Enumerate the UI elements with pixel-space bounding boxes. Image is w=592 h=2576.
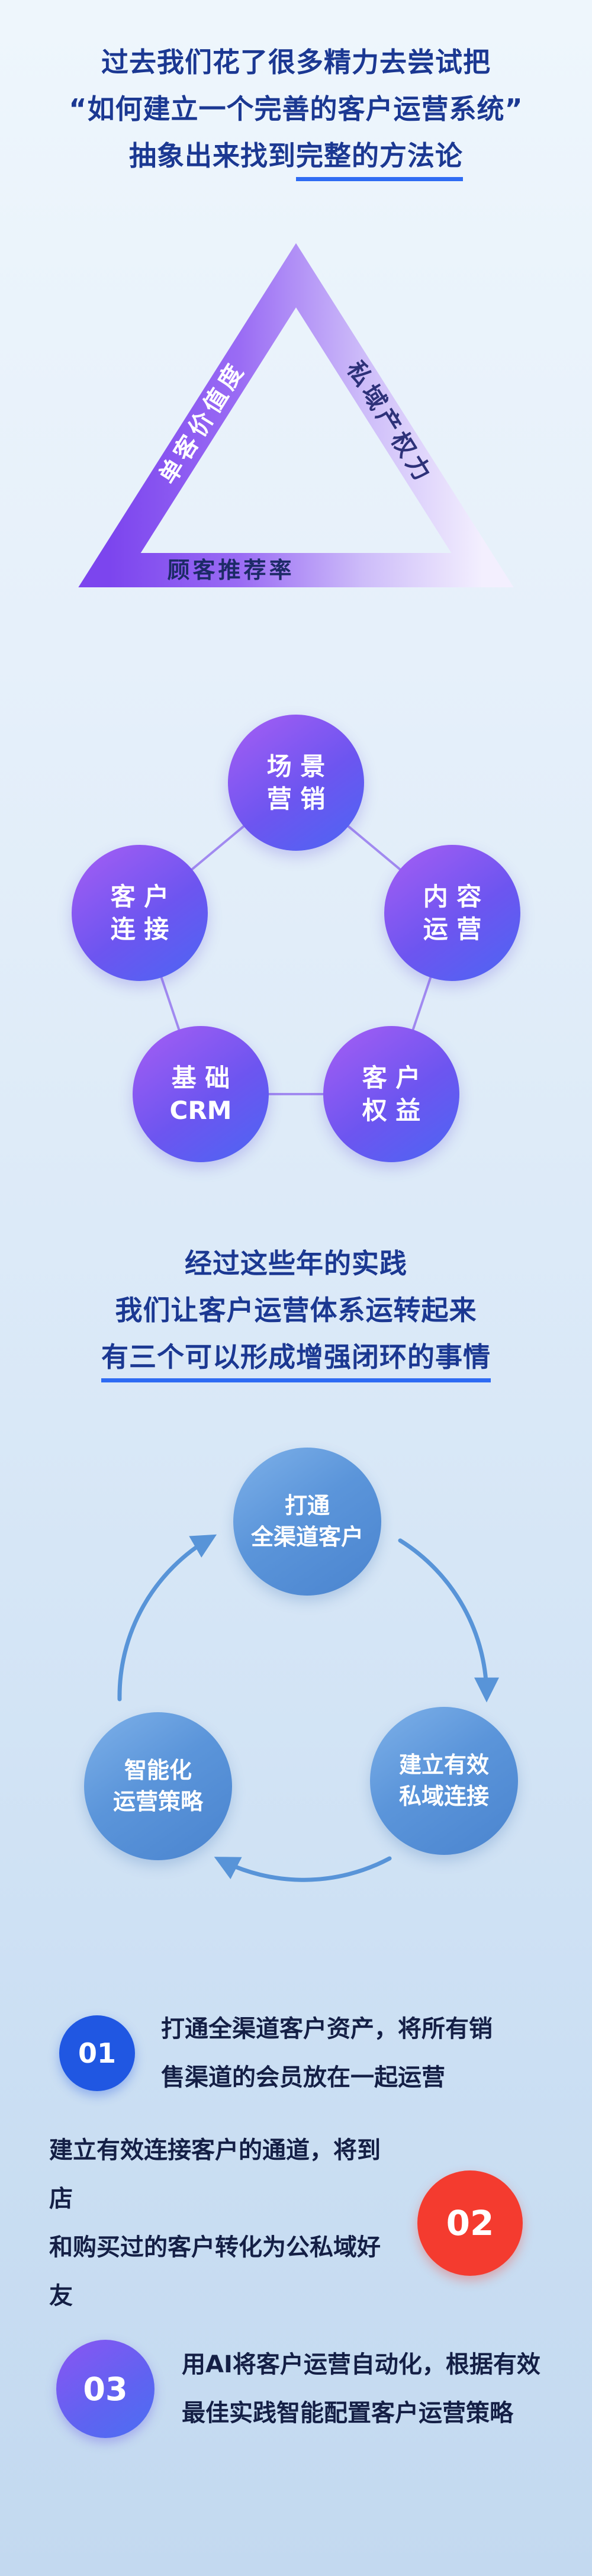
step-02: 建立有效连接客户的通道，将到店 和购买过的客户转化为公私域好友 02 [49, 2137, 523, 2310]
pentagon-node-label: 场 景 [266, 751, 326, 781]
step-02-text-line2: 和购买过的客户转化为公私域好友 [49, 2233, 381, 2310]
step-01-text-line1: 打通全渠道客户资产，将所有销 [161, 2015, 493, 2043]
pentagon-node-basic-crm: 基 础 CRM [133, 1026, 269, 1162]
pentagon-node-label: 内 容 [423, 882, 482, 911]
cycle-arrows [117, 1534, 499, 1882]
cycle-node-label: 建立有效 [398, 1751, 489, 1778]
pentagon-node-label: 客 户 [362, 1063, 421, 1092]
pentagon-diagram: 场 景 营 销 客 户 连 接 内 容 运 营 基 础 CRM 客 户 权 益 [0, 710, 592, 1178]
pentagon-node-label: 权 益 [362, 1096, 421, 1125]
intro-heading-line3-prefix: 抽象出来找到 [129, 140, 296, 172]
step-02-text: 建立有效连接客户的通道，将到店 和购买过的客户转化为公私域好友 [49, 2126, 403, 2320]
step-03-badge: 03 [56, 2340, 155, 2438]
cycle-node-smart-operation-strategy: 智能化 运营策略 [84, 1712, 232, 1860]
step-01-text-line2: 售渠道的会员放在一起运营 [161, 2063, 445, 2091]
cycle-arrow-left-to-top [117, 1534, 217, 1702]
pentagon-node-label: 营 销 [266, 784, 326, 813]
cycle-arrow-top-to-right [398, 1538, 499, 1703]
pentagon-node-label: CRM [169, 1096, 232, 1125]
pentagon-node-label: 基 础 [171, 1063, 230, 1092]
pentagon-node-customer-benefits: 客 户 权 益 [323, 1026, 459, 1162]
cycle-node-label: 打通 [284, 1492, 330, 1519]
cycle-diagram: 打通 全渠道客户 智能化 运营策略 建立有效 私域连接 [0, 1448, 592, 1898]
step-02-text-line1: 建立有效连接客户的通道，将到店 [49, 2136, 381, 2212]
step-02-badge: 02 [417, 2170, 523, 2276]
triangle-bottom-label: 顾客推荐率 [167, 557, 294, 583]
cycle-node-private-domain-connection: 建立有效 私域连接 [370, 1707, 518, 1855]
pentagon-node-label: 连 接 [110, 915, 169, 944]
practice-heading-line3: 有三个可以形成增强闭环的事情 [0, 1334, 592, 1382]
cycle-arrow-right-to-left [214, 1856, 392, 1882]
triangle-right-label: 私域产权力 [341, 356, 438, 489]
step-01-badge: 01 [59, 2015, 135, 2091]
intro-heading-line3: 抽象出来找到完整的方法论 [0, 133, 592, 181]
pentagon-node-scene-marketing: 场 景 营 销 [228, 715, 364, 851]
step-01-text: 打通全渠道客户资产，将所有销 售渠道的会员放在一起运营 [161, 2005, 493, 2102]
cycle-node-label: 私域连接 [398, 1783, 489, 1809]
step-03: 03 用AI将客户运营自动化，根据有效 最佳实践智能配置客户运营策略 [56, 2339, 554, 2439]
cycle-node-label: 全渠道客户 [250, 1524, 363, 1550]
intro-heading-line1: 过去我们花了很多精力去尝试把 [101, 46, 491, 78]
intro-heading-line3-underlined: 完整的方法论 [296, 138, 463, 181]
step-03-text-line1: 用AI将客户运营自动化，根据有效 [182, 2351, 540, 2378]
pentagon-node-content-operation: 内 容 运 营 [384, 845, 520, 981]
pentagon-node-label: 运 营 [423, 915, 482, 944]
intro-heading-line2: “如何建立一个完善的客户运营系统” [69, 93, 523, 125]
practice-heading-line3-underlined: 有三个可以形成增强闭环的事情 [101, 1339, 491, 1382]
practice-heading: 经过这些年的实践 我们让客户运营体系运转起来 有三个可以形成增强闭环的事情 [0, 1240, 592, 1382]
cycle-node-omnichannel-customers: 打通 全渠道客户 [233, 1448, 381, 1596]
pentagon-node-label: 客 户 [110, 882, 169, 911]
pentagon-node-customer-connection: 客 户 连 接 [72, 845, 208, 981]
cycle-node-label: 智能化 [124, 1757, 192, 1783]
cycle-node-label: 运营策略 [112, 1789, 203, 1815]
triangle-diagram: 单客价值度 私域产权力 顾客推荐率 [78, 243, 514, 587]
practice-heading-line2: 我们让客户运营体系运转起来 [115, 1294, 477, 1326]
triangle-left-label: 单客价值度 [154, 356, 251, 489]
intro-heading: 过去我们花了很多精力去尝试把 “如何建立一个完善的客户运营系统” 抽象出来找到完… [0, 39, 592, 181]
step-01: 01 打通全渠道客户资产，将所有销 售渠道的会员放在一起运营 [59, 2004, 551, 2102]
practice-heading-line1: 经过这些年的实践 [185, 1247, 407, 1279]
step-03-text-line2: 最佳实践智能配置客户运营策略 [182, 2400, 513, 2427]
triangle-outline [78, 243, 514, 587]
step-03-text: 用AI将客户运营自动化，根据有效 最佳实践智能配置客户运营策略 [182, 2340, 540, 2437]
